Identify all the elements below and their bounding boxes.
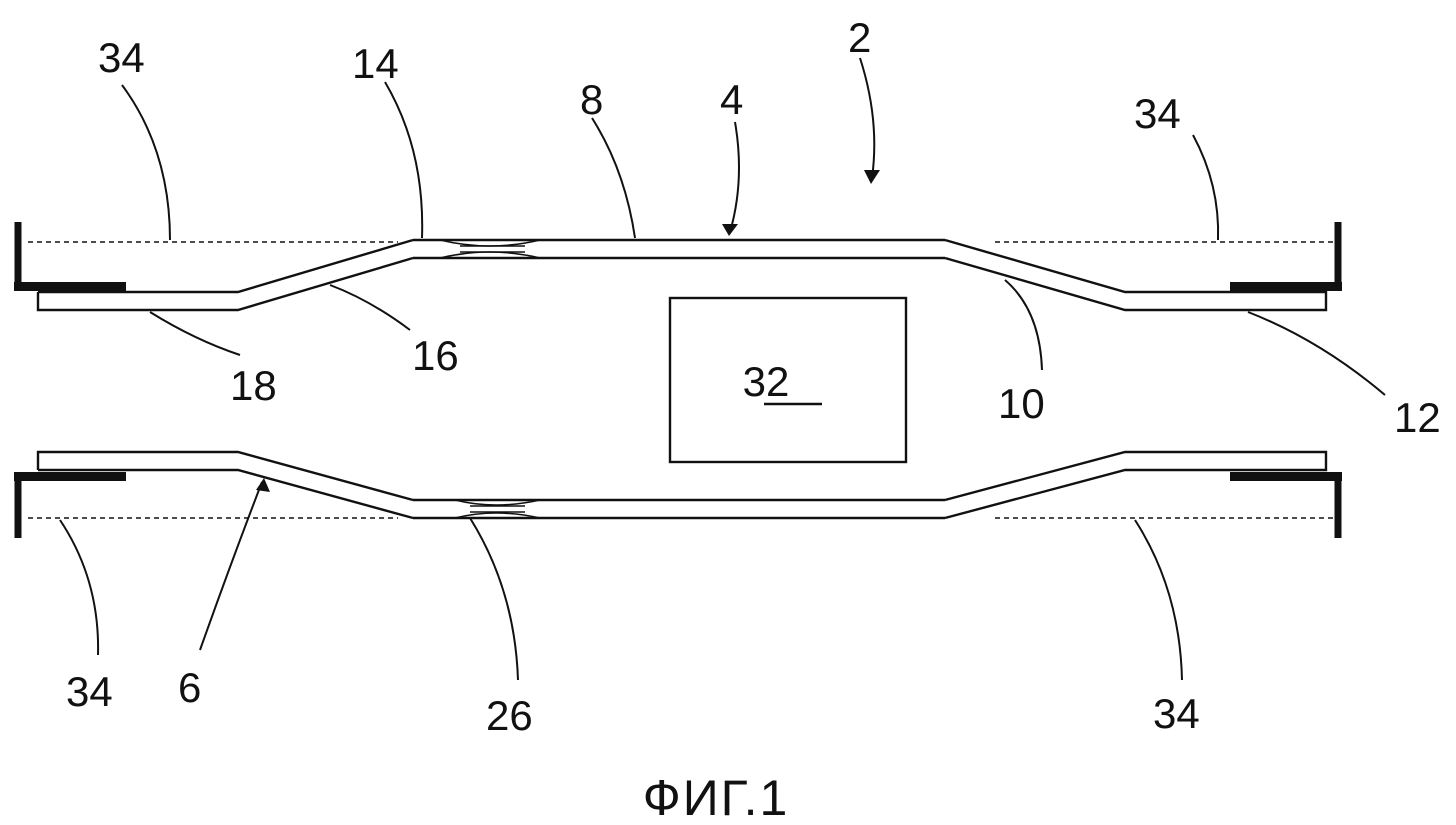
label-26: 26 bbox=[486, 692, 533, 739]
label-14: 14 bbox=[352, 40, 399, 87]
upper-left-bracket bbox=[14, 222, 126, 291]
central-box bbox=[668, 296, 908, 464]
label-32: 32 bbox=[743, 358, 790, 405]
label-34-bottom-right: 34 bbox=[1153, 690, 1200, 737]
figure-caption: ФИГ.1 bbox=[643, 770, 790, 825]
label-10: 10 bbox=[998, 380, 1045, 427]
lower-right-bracket bbox=[1230, 472, 1342, 538]
label-34-top-right: 34 bbox=[1134, 90, 1181, 137]
upper-right-bracket bbox=[1230, 222, 1342, 291]
label-16: 16 bbox=[412, 332, 459, 379]
lower-left-bracket bbox=[14, 472, 126, 538]
label-2: 2 bbox=[848, 14, 871, 61]
label-12: 12 bbox=[1394, 394, 1441, 441]
label-4: 4 bbox=[720, 76, 743, 123]
upper-profile bbox=[36, 238, 1328, 312]
lower-profile bbox=[36, 450, 1328, 520]
label-8: 8 bbox=[580, 76, 603, 123]
label-18: 18 bbox=[230, 362, 277, 409]
label-34-bottom-left: 34 bbox=[66, 668, 113, 715]
label-34-top-left: 34 bbox=[98, 34, 145, 81]
leader-lines bbox=[59, 57, 1386, 681]
label-6: 6 bbox=[178, 664, 201, 711]
